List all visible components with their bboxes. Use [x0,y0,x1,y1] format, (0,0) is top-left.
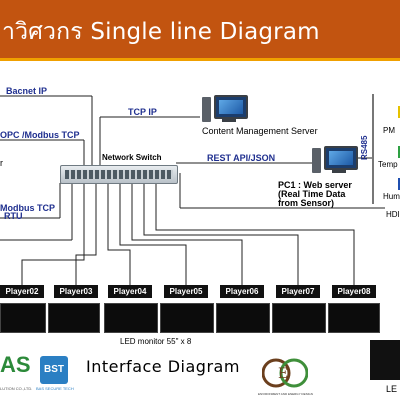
eco-logo-icon: E [262,358,308,388]
sensor-panel [372,94,400,204]
pc1-subtitle-1: (Real Time Data [278,189,346,199]
player04-box: Player04 [108,285,152,298]
interface-title: Interface Diagram [86,357,240,376]
player05-box: Player05 [164,285,208,298]
modbus-tcp-label: Modbus TCP [0,203,55,213]
bottom-right-fragment: LE [386,384,398,394]
banner-stripe [0,58,400,61]
led-caption: LED monitor 55" x 8 [120,337,192,346]
switch-label: Network Switch [102,153,162,162]
rest-api-label: REST API/JSON [207,153,276,163]
eco-tagline: ENVIRONMENT AND ENERGY DESIGN [258,392,313,396]
player06-box: Player06 [220,285,264,298]
wire-player03 [75,183,97,285]
wire-player08 [155,183,355,285]
banner-title: าวิศวกร Single line Diagram [2,19,320,45]
led-monitor [328,303,380,333]
bst-logo: BST [40,356,68,384]
solution-fragment: LUTION CO.,LTD. [0,386,33,391]
hdi-label: HDI [386,210,400,219]
hum-marker [398,178,400,190]
led-monitor [216,303,270,333]
temp-marker [398,146,400,158]
wire-player04 [107,183,131,285]
wire-player02 [21,183,85,285]
led-monitor [48,303,100,333]
opc-modbus-label: OPC /Modbus TCP [0,130,80,140]
pm-marker [398,106,400,118]
player07-box: Player07 [276,285,320,298]
led-monitor [0,303,46,333]
led-monitor [160,303,214,333]
pc1-subtitle-2: from Sensor) [278,198,335,208]
svg-text:E: E [278,366,288,382]
bas-logo: AS [0,352,31,377]
title-banner: าวิศวกร Single line Diagram [0,0,400,58]
wire-player05 [119,183,187,285]
hum-label: Hum [383,192,400,201]
led-monitor [272,303,326,333]
bst-tagline: BAS SECURE TECH [36,386,74,391]
temp-label: Temp [378,160,398,169]
cms-label: Content Management Server [202,126,318,136]
rs485-label: RS485 [360,135,369,160]
corner-block [370,340,400,380]
player03-box: Player03 [54,285,98,298]
bacnet-label: Bacnet IP [6,86,48,96]
wire-player06 [131,183,243,285]
rtu-label: RTU [4,211,23,221]
wire-player07 [143,183,299,285]
left-fragment: r [0,158,3,168]
player08-box: Player08 [332,285,376,298]
led-monitor [104,303,158,333]
network-switch [60,165,178,184]
pm-label: PM [383,126,395,135]
player02-box: Player02 [0,285,44,298]
pc1-title: PC1 : Web server [278,180,352,190]
tcpip-label: TCP IP [128,107,157,117]
